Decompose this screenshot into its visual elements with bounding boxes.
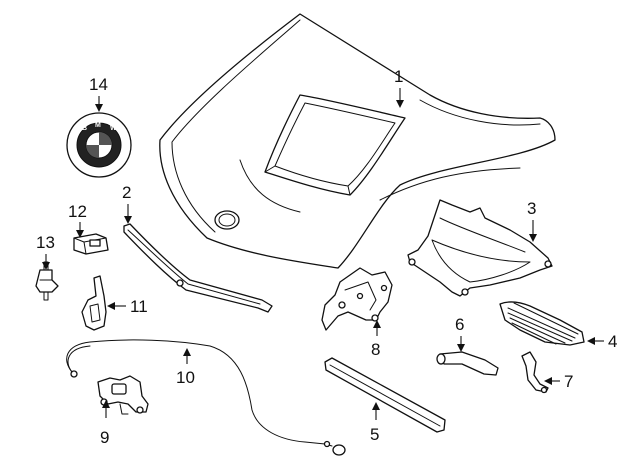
- hinge-part: [321, 267, 393, 331]
- callout-8: 8: [371, 340, 380, 359]
- seal-strip-part: [123, 223, 273, 313]
- callout-10: 10: [176, 368, 195, 387]
- small-bracket-part: [521, 351, 549, 394]
- callout-2: 2: [122, 183, 131, 202]
- callout-14: 14: [89, 75, 108, 94]
- callout-7: 7: [564, 372, 573, 391]
- emblem-lettering: B: [82, 125, 87, 132]
- callout-1: 1: [394, 67, 403, 86]
- latch-part: [97, 375, 149, 415]
- support-rod-clip-part: [81, 275, 107, 331]
- callout-6: 6: [455, 315, 464, 334]
- release-handle-part: [436, 351, 499, 376]
- callout-3: 3: [527, 199, 536, 218]
- emblem-lettering: W: [110, 125, 117, 132]
- emblem-part: B M W: [66, 112, 132, 178]
- callout-13: 13: [36, 233, 55, 252]
- callout-5: 5: [370, 425, 379, 444]
- hood-inner-frame-part: [407, 199, 553, 297]
- callout-12: 12: [68, 202, 87, 221]
- callout-11: 11: [130, 297, 148, 316]
- emblem-lettering: M: [95, 122, 101, 129]
- hood-part: [159, 13, 556, 269]
- lower-seal-part: [324, 357, 446, 433]
- release-cable-part: [66, 339, 346, 456]
- bumper-stop-part: [73, 233, 109, 255]
- vent-grille-part: [499, 301, 585, 346]
- callout-4: 4: [608, 332, 617, 351]
- callout-9: 9: [100, 428, 109, 447]
